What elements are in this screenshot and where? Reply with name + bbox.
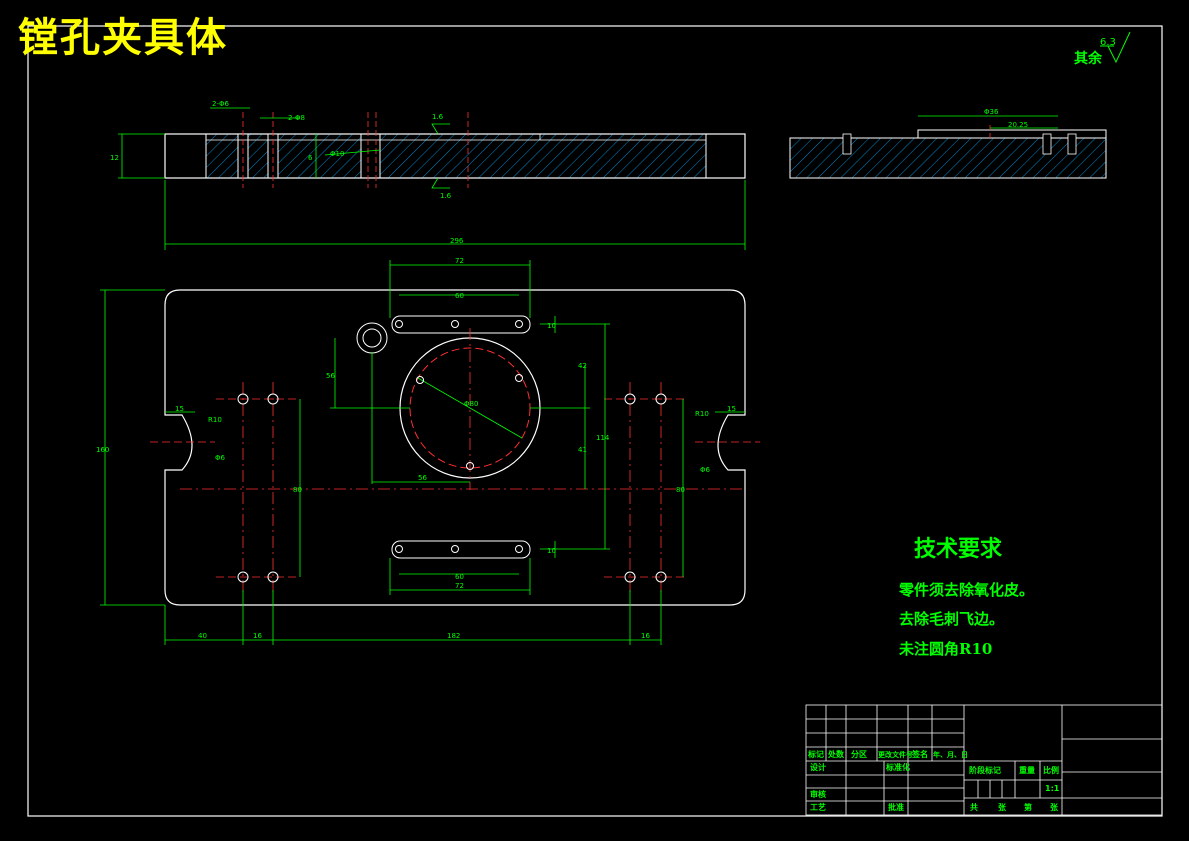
tb-sheets-unit-2: 张 bbox=[1050, 803, 1058, 812]
tb-header-count: 处数 bbox=[828, 750, 844, 759]
tb-header-sign: 签名 bbox=[912, 750, 928, 759]
locating-hole-inner bbox=[362, 328, 382, 348]
svg-text:Φ10: Φ10 bbox=[330, 150, 344, 158]
svg-text:1.6: 1.6 bbox=[440, 192, 452, 200]
roughness-value: 6.3 bbox=[1100, 37, 1116, 48]
plan-view bbox=[100, 260, 760, 645]
side-view-labels: Φ36 20.25 bbox=[984, 108, 1028, 129]
tb-scale-value: 1:1 bbox=[1045, 784, 1060, 793]
svg-text:15: 15 bbox=[175, 405, 184, 413]
svg-text:72: 72 bbox=[455, 582, 464, 590]
tb-sheet-no: 第 bbox=[1024, 803, 1032, 812]
svg-text:10: 10 bbox=[547, 322, 556, 330]
svg-text:Φ6: Φ6 bbox=[700, 466, 711, 474]
slot-bottom bbox=[391, 540, 531, 559]
svg-text:6: 6 bbox=[308, 154, 313, 162]
svg-text:15: 15 bbox=[727, 405, 736, 413]
svg-text:56: 56 bbox=[418, 474, 427, 482]
svg-text:114: 114 bbox=[596, 434, 610, 442]
svg-text:296: 296 bbox=[450, 237, 464, 245]
tb-design: 设计 bbox=[810, 763, 826, 772]
tb-standardization: 标准化 bbox=[886, 763, 910, 772]
plan-view-labels: 72 60 72 60 160 56 Φ80 42 41 114 56 15 1… bbox=[96, 257, 736, 640]
section-view bbox=[118, 107, 746, 250]
slot-top bbox=[391, 315, 531, 334]
svg-text:16: 16 bbox=[641, 632, 650, 640]
plate-outline bbox=[164, 289, 746, 606]
section-hatch-right bbox=[379, 133, 707, 179]
tb-stage-mark: 阶段标记 bbox=[969, 766, 1001, 775]
locating-hole-outer bbox=[356, 322, 388, 354]
tech-requirement-line: 去除毛刺飞边。 bbox=[899, 610, 1005, 628]
section-hatch-left bbox=[205, 133, 362, 179]
svg-text:56: 56 bbox=[326, 372, 335, 380]
svg-text:Φ36: Φ36 bbox=[984, 108, 999, 116]
svg-text:1.6: 1.6 bbox=[432, 113, 444, 121]
svg-text:R10: R10 bbox=[695, 410, 709, 418]
svg-text:R10: R10 bbox=[208, 416, 222, 424]
svg-text:20.25: 20.25 bbox=[1008, 121, 1028, 129]
svg-text:60: 60 bbox=[455, 573, 464, 581]
drawing-frame bbox=[27, 25, 1163, 817]
svg-text:72: 72 bbox=[455, 257, 464, 265]
tech-requirement-line: 零件须去除氧化皮。 bbox=[899, 581, 1035, 599]
tb-weight: 重量 bbox=[1019, 766, 1035, 775]
tb-header-zone: 分区 bbox=[851, 750, 867, 759]
svg-text:12: 12 bbox=[110, 154, 119, 162]
svg-text:Φ80: Φ80 bbox=[464, 400, 478, 408]
roughness-prefix: 其余 bbox=[1074, 50, 1103, 67]
svg-text:160: 160 bbox=[96, 446, 109, 454]
tb-header-date: 年、月、日 bbox=[933, 751, 968, 759]
tech-requirements-heading: 技术要求 bbox=[914, 536, 1003, 562]
svg-text:2-Φ8: 2-Φ8 bbox=[288, 114, 305, 122]
tech-requirement-line: 未注圆角R10 bbox=[899, 640, 993, 658]
svg-text:2-Φ6: 2-Φ6 bbox=[212, 100, 229, 108]
tb-scale: 比例 bbox=[1043, 766, 1059, 775]
svg-text:60: 60 bbox=[455, 292, 464, 300]
svg-text:182: 182 bbox=[447, 632, 460, 640]
side-view bbox=[789, 115, 1107, 179]
tb-sheets-unit-1: 张 bbox=[998, 803, 1006, 812]
svg-text:80: 80 bbox=[293, 486, 302, 494]
title-block bbox=[805, 704, 1163, 816]
roughness-symbol-icon bbox=[1100, 31, 1131, 64]
tb-sheets-total: 共 bbox=[970, 803, 978, 812]
svg-text:Φ6: Φ6 bbox=[215, 454, 226, 462]
section-view-labels: 2-Φ6 2-Φ8 Φ10 1.6 1.6 12 296 6 bbox=[110, 100, 464, 245]
tb-check: 审核 bbox=[810, 790, 826, 799]
svg-text:80: 80 bbox=[676, 486, 685, 494]
svg-text:41: 41 bbox=[578, 446, 587, 454]
page-title: 镗孔夹具体 bbox=[18, 14, 228, 61]
tb-process: 工艺 bbox=[810, 803, 826, 812]
svg-text:10: 10 bbox=[547, 547, 556, 555]
svg-text:40: 40 bbox=[198, 632, 207, 640]
svg-text:16: 16 bbox=[253, 632, 262, 640]
svg-text:42: 42 bbox=[578, 362, 587, 370]
tb-approve: 批准 bbox=[888, 803, 904, 812]
tb-header-change-doc: 更改文件号 bbox=[878, 751, 913, 759]
tb-header-mark: 标记 bbox=[808, 750, 824, 759]
